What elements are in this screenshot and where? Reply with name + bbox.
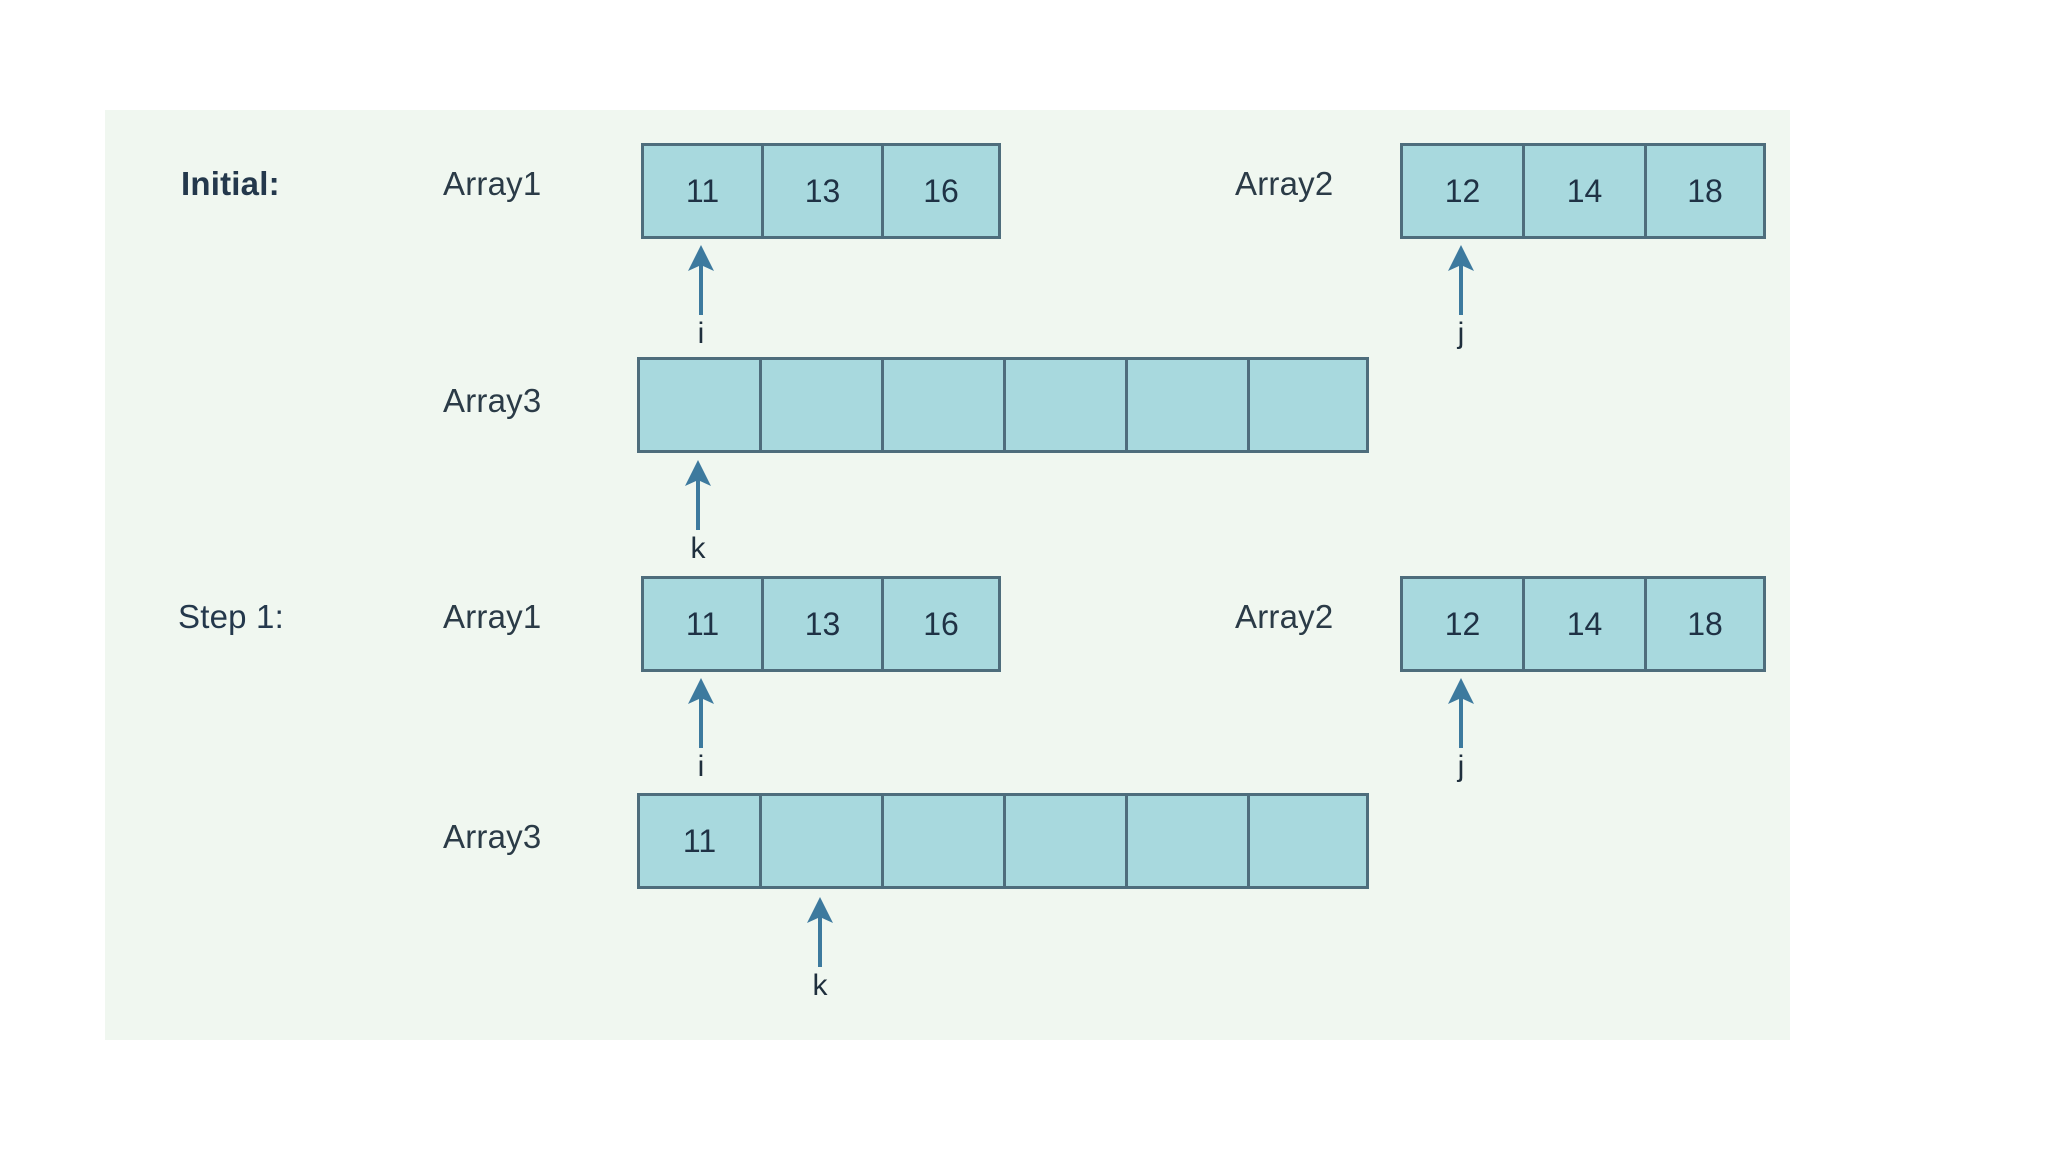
array-cell: [637, 357, 759, 453]
array-row-array2-initial: 12 14 18: [1400, 143, 1766, 239]
array-cell: [1247, 793, 1369, 889]
up-arrow-icon: [688, 678, 714, 748]
pointer-label: i: [697, 750, 705, 783]
array-cell: 14: [1522, 576, 1644, 672]
array-label-array3-initial: Array3: [443, 382, 542, 419]
array-cell: 12: [1400, 143, 1522, 239]
up-arrow-icon: [688, 245, 714, 315]
array-cell: 12: [1400, 576, 1522, 672]
up-arrow-icon: [685, 460, 711, 530]
step-label-initial: Initial:: [181, 165, 280, 202]
array-cell: 16: [881, 576, 1001, 672]
pointer-k-step1: k: [800, 897, 840, 1001]
array-cell: [759, 793, 881, 889]
array-cell: 18: [1644, 143, 1766, 239]
pointer-label: j: [1457, 317, 1465, 350]
array-cell: [759, 357, 881, 453]
array-label-array2-initial: Array2: [1235, 165, 1334, 202]
pointer-label: i: [697, 317, 705, 350]
array-cell: 14: [1522, 143, 1644, 239]
array-cell: 11: [641, 576, 761, 672]
array-cell: [1003, 793, 1125, 889]
up-arrow-icon: [807, 897, 833, 967]
array-cell: [1125, 357, 1247, 453]
array-label-array2-step1: Array2: [1235, 598, 1334, 635]
pointer-i-initial: i: [681, 245, 721, 349]
array-cell: [881, 793, 1003, 889]
array-row-array1-initial: 11 13 16: [641, 143, 1001, 239]
array-cell: [1247, 357, 1369, 453]
array-row-array2-step1: 12 14 18: [1400, 576, 1766, 672]
diagram-panel: [105, 110, 1790, 1040]
array-row-array1-step1: 11 13 16: [641, 576, 1001, 672]
array-cell: 13: [761, 576, 881, 672]
pointer-i-step1: i: [681, 678, 721, 782]
array-cell: 16: [881, 143, 1001, 239]
array-cell: [1125, 793, 1247, 889]
pointer-label: k: [812, 969, 828, 1002]
array-row-array3-initial: [637, 357, 1369, 453]
array-cell: 11: [637, 793, 759, 889]
array-cell: 13: [761, 143, 881, 239]
pointer-label: k: [690, 532, 706, 565]
array-label-array3-step1: Array3: [443, 818, 542, 855]
array-label-array1-step1: Array1: [443, 598, 542, 635]
up-arrow-icon: [1448, 678, 1474, 748]
array-row-array3-step1: 11: [637, 793, 1369, 889]
pointer-k-initial: k: [678, 460, 718, 564]
pointer-j-initial: j: [1441, 245, 1481, 349]
array-label-array1-initial: Array1: [443, 165, 542, 202]
step-label-step1: Step 1:: [178, 598, 284, 635]
array-cell: [881, 357, 1003, 453]
array-cell: [1003, 357, 1125, 453]
array-cell: 11: [641, 143, 761, 239]
array-cell: 18: [1644, 576, 1766, 672]
pointer-j-step1: j: [1441, 678, 1481, 782]
pointer-label: j: [1457, 750, 1465, 783]
up-arrow-icon: [1448, 245, 1474, 315]
